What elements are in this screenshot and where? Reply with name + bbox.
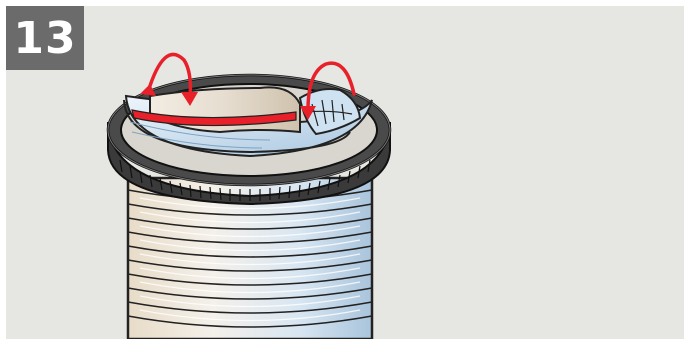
step-number: 13	[13, 13, 76, 64]
step-number-badge: 13	[6, 6, 84, 70]
